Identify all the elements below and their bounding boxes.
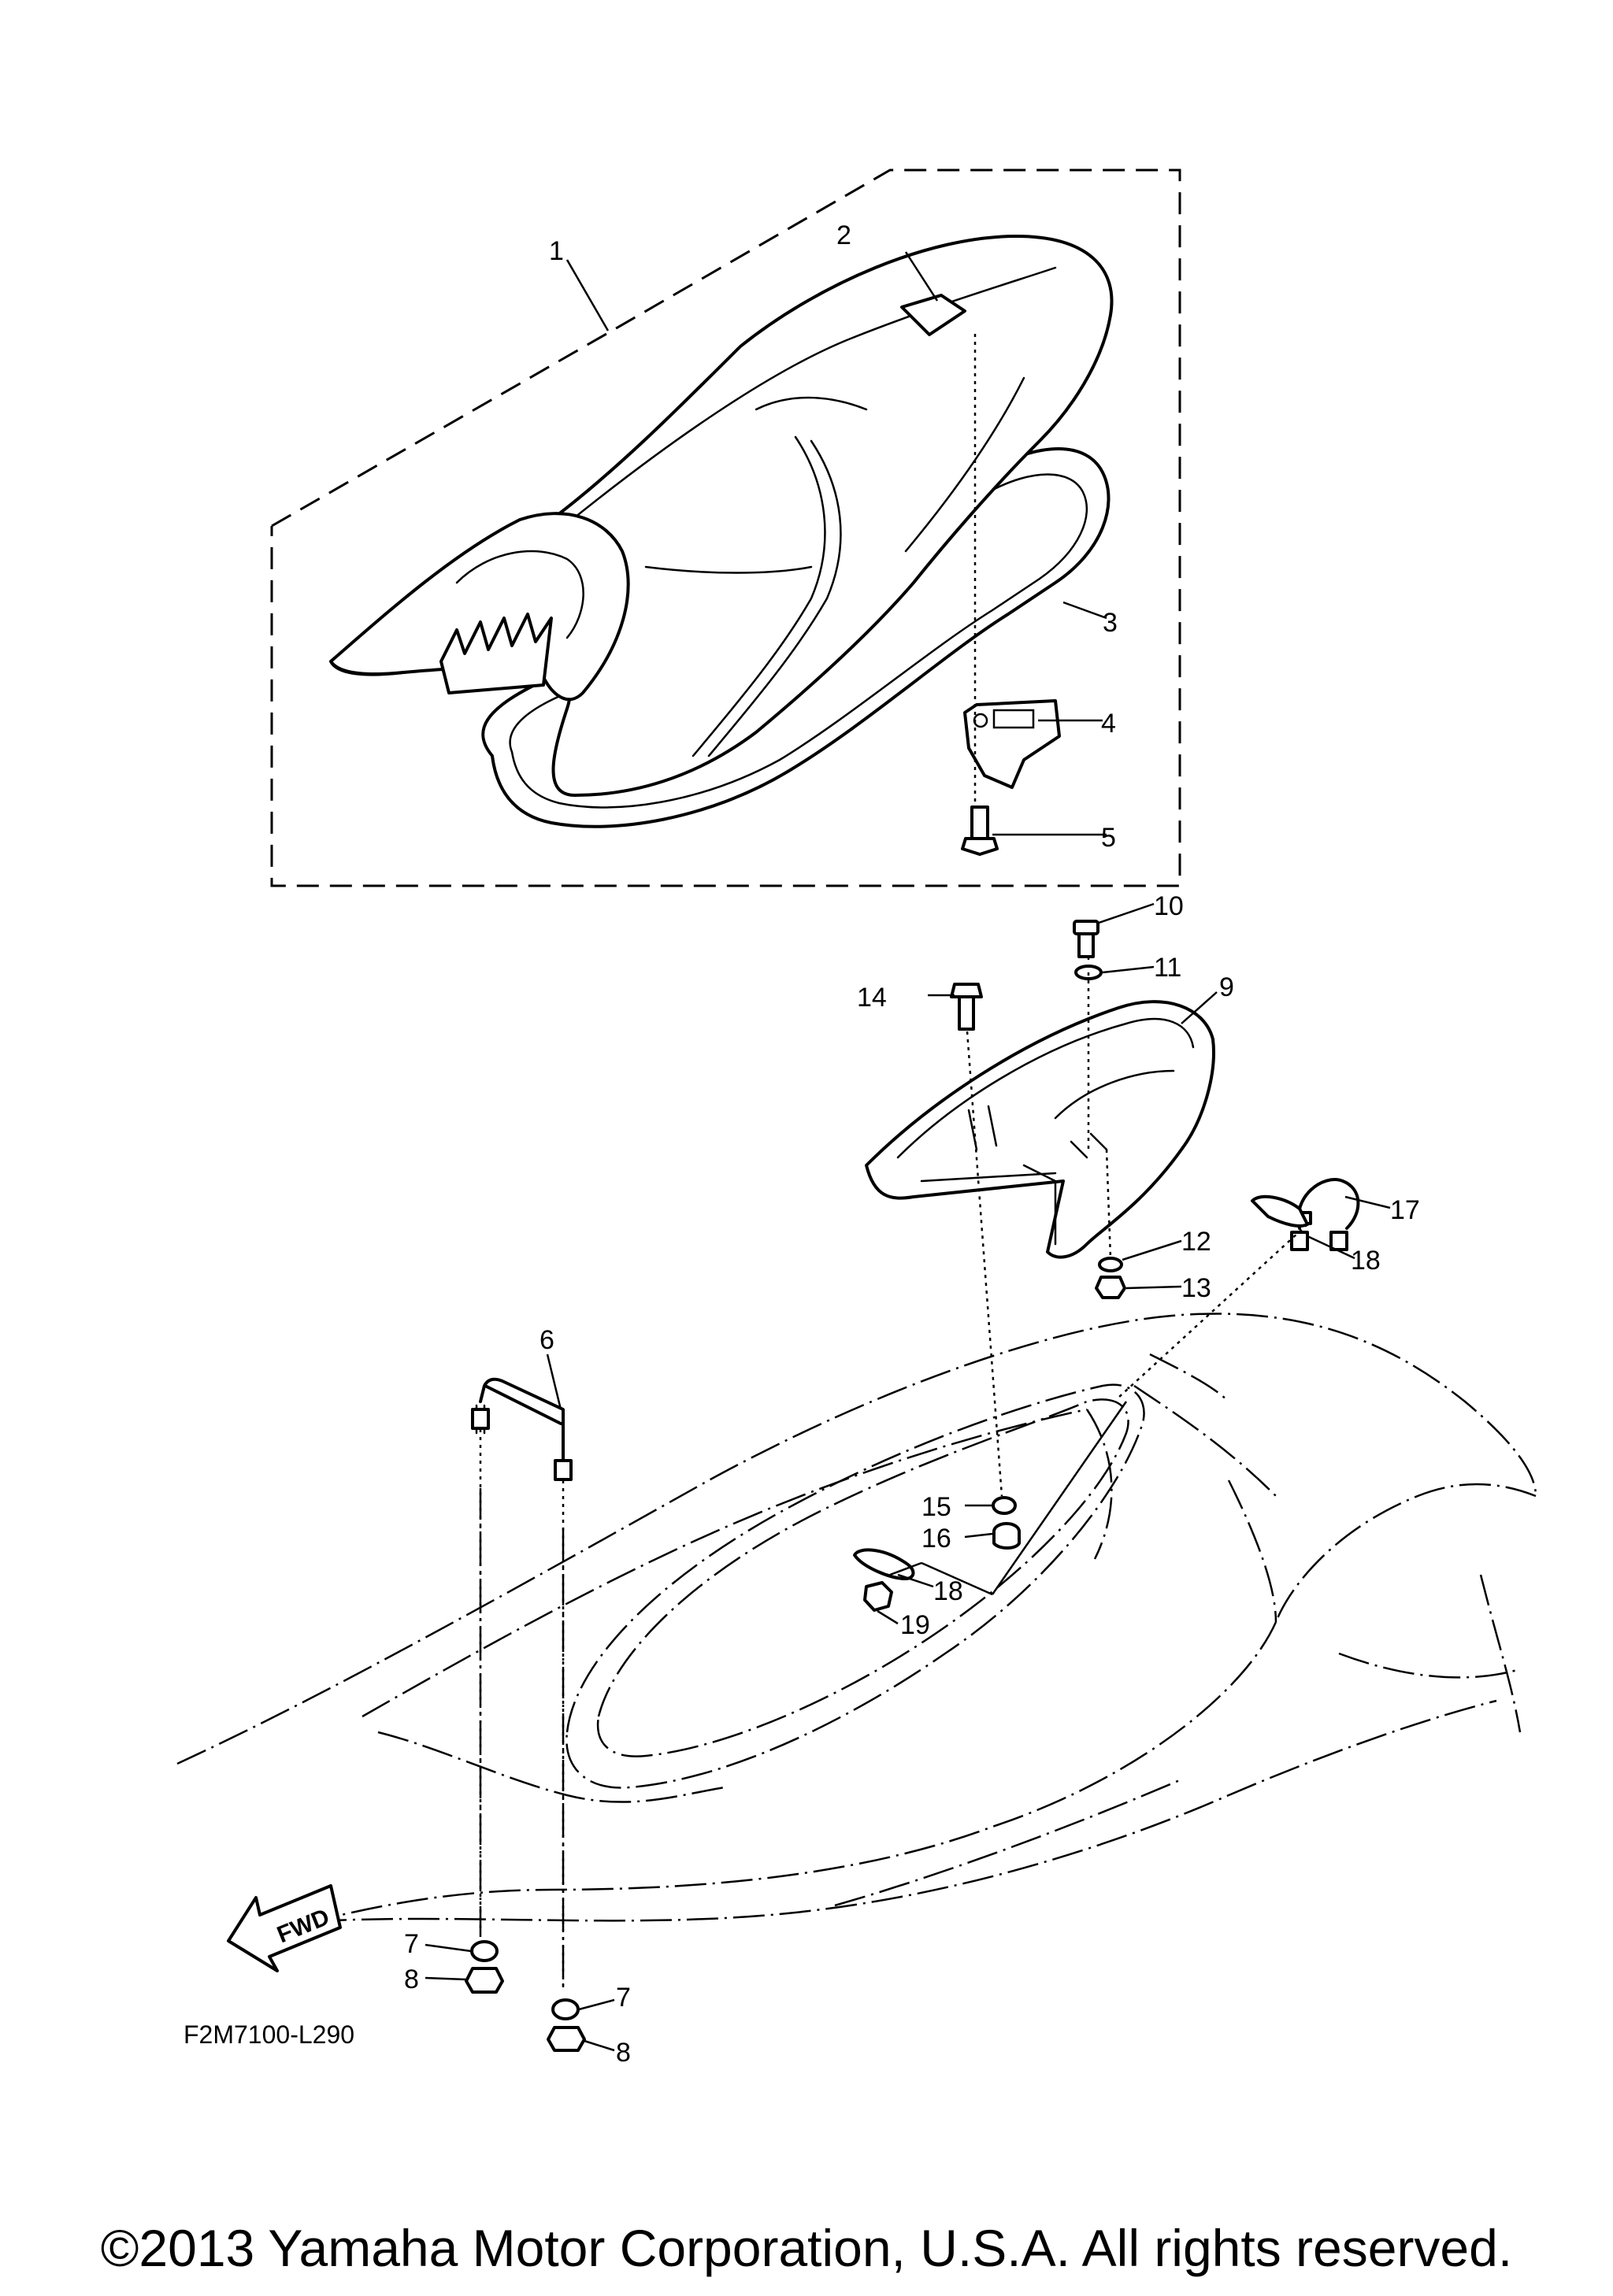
callout-10: 10 (1154, 891, 1184, 921)
callout-17: 17 (1390, 1195, 1420, 1225)
copyright-notice: ©2013 Yamaha Motor Corporation, U.S.A. A… (101, 2219, 1512, 2277)
nut-8-right (547, 2026, 586, 2052)
callout-8-left: 8 (404, 1965, 419, 1994)
callout-12: 12 (1181, 1227, 1211, 1257)
grab-handle-6 (471, 1377, 573, 1481)
callout-3: 3 (1103, 608, 1118, 638)
strap-18-upper (1251, 1194, 1309, 1228)
callout-13: 13 (1181, 1273, 1211, 1303)
callout-9: 9 (1219, 972, 1234, 1002)
latch-bracket-part (963, 699, 1061, 789)
callout-16: 16 (921, 1524, 951, 1554)
callout-6: 6 (540, 1325, 554, 1355)
callout-5: 5 (1101, 823, 1116, 853)
seat-assembly-boundary (270, 168, 1181, 887)
bolt-part-5 (961, 805, 999, 856)
callout-7-left: 7 (404, 1929, 419, 1959)
strap-18-lower (853, 1548, 915, 1580)
callout-2: 2 (836, 220, 851, 250)
callout-18-lower: 18 (933, 1576, 963, 1606)
fwd-arrow-icon (227, 1884, 342, 1972)
nut-19 (863, 1581, 893, 1612)
washer-7-right (551, 1998, 580, 2020)
nut-13 (1095, 1276, 1126, 1299)
callout-11: 11 (1154, 953, 1181, 983)
nut-16 (992, 1522, 1021, 1550)
diagram-code: F2M7100-L290 (184, 2020, 354, 2049)
hull-phantom-outline (176, 1313, 1537, 1923)
callout-15: 15 (921, 1492, 951, 1522)
washer-7-left (470, 1940, 499, 1962)
nut-8-left (465, 1967, 504, 1994)
callout-leaders (425, 251, 1391, 2052)
callout-14: 14 (857, 983, 887, 1013)
callout-8-right: 8 (616, 2038, 631, 2068)
seat-drawing (329, 235, 1114, 828)
hardware-10 (1073, 920, 1099, 958)
callout-1: 1 (549, 236, 564, 266)
washer-15 (992, 1496, 1017, 1515)
callout-4: 4 (1101, 709, 1116, 739)
bolt-14 (950, 983, 983, 1031)
storage-tray-part (865, 1000, 1215, 1259)
callout-7-right: 7 (616, 1983, 631, 2013)
callout-19: 19 (900, 1610, 930, 1640)
callout-18-upper: 18 (1351, 1246, 1381, 1276)
washer-12 (1098, 1257, 1123, 1272)
